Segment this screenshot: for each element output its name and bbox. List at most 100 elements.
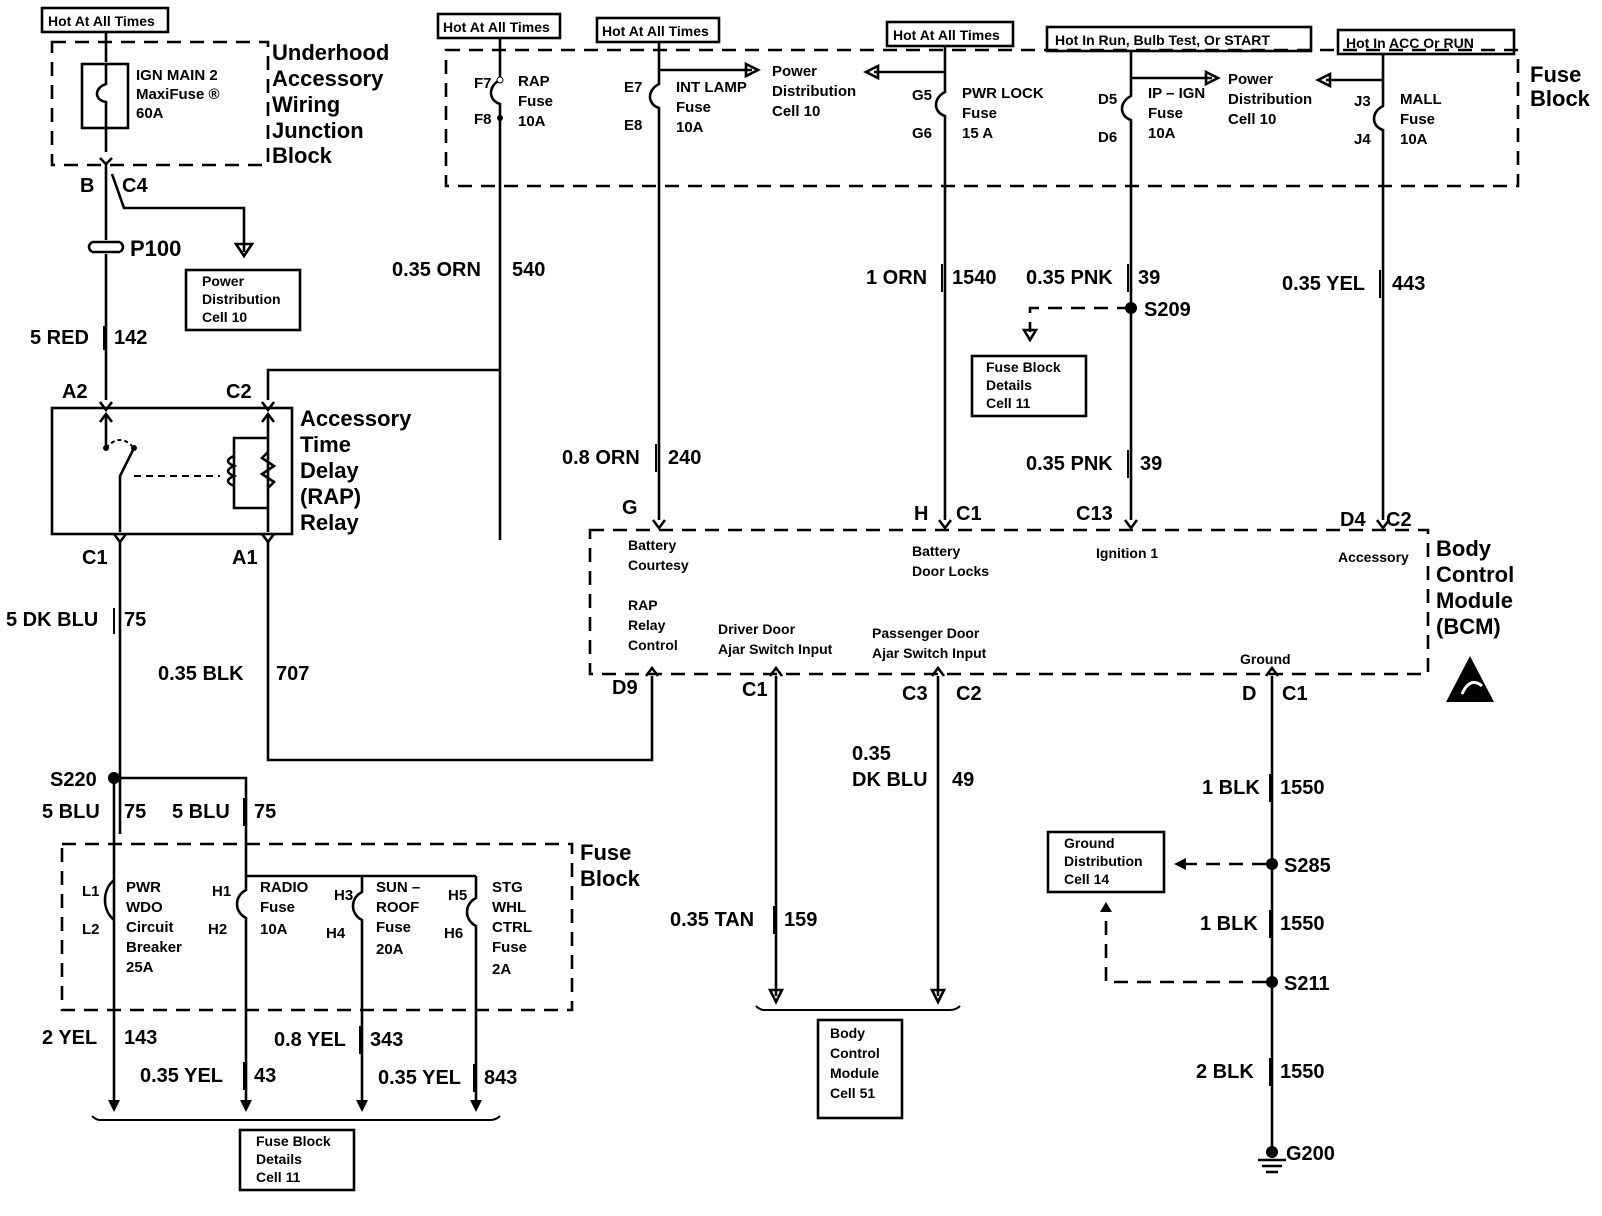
wire-label-39a: 0.35 PNK 39 (1026, 264, 1160, 292)
svg-text:5 BLU: 5 BLU (172, 801, 230, 823)
svg-text:Cell 10: Cell 10 (1228, 111, 1276, 128)
svg-text:1550: 1550 (1280, 913, 1325, 935)
svg-text:Hot At All Times: Hot At All Times (893, 27, 1000, 43)
svg-text:RADIO: RADIO (260, 879, 309, 896)
svg-text:S209: S209 (1144, 299, 1191, 321)
svg-text:5 BLU: 5 BLU (42, 801, 100, 823)
svg-text:Cell 11: Cell 11 (986, 395, 1031, 411)
svg-text:Ignition 1: Ignition 1 (1096, 545, 1158, 561)
svg-text:Hot In Run, Bulb Test, Or STAR: Hot In Run, Bulb Test, Or START (1055, 32, 1270, 48)
svg-text:PWR: PWR (126, 879, 161, 896)
svg-text:0.35 ORN: 0.35 ORN (392, 259, 481, 281)
fuse-block-top: Fuse Block F7 F8 RAP Fuse 10A E7 E8 INT … (444, 38, 1591, 540)
wire-707: 0.35 BLK 707 (158, 542, 654, 762)
svg-text:Control: Control (628, 637, 678, 653)
fuse-block-details-bottom: Fuse Block Details Cell 11 (238, 1128, 356, 1192)
svg-text:0.35 YEL: 0.35 YEL (140, 1065, 223, 1087)
svg-text:15 A: 15 A (962, 125, 993, 142)
svg-text:Module: Module (830, 1065, 879, 1081)
svg-text:0.35 YEL: 0.35 YEL (1282, 273, 1365, 295)
svg-text:H: H (914, 503, 928, 525)
svg-text:143: 143 (124, 1027, 157, 1049)
svg-text:Cell 10: Cell 10 (772, 103, 820, 120)
svg-text:49: 49 (952, 769, 974, 791)
ground-wire: 1 BLK 1550 1 BLK 1550 2 BLK 1550 (1196, 676, 1325, 1146)
svg-text:10A: 10A (1148, 125, 1176, 142)
svg-text:39: 39 (1140, 453, 1162, 475)
svg-text:1550: 1550 (1280, 777, 1325, 799)
splice-s285: S285 (1174, 855, 1331, 877)
svg-text:1550: 1550 (1280, 1061, 1325, 1083)
wire-49: 0.35 DK BLU 49 (852, 676, 974, 1005)
svg-text:20A: 20A (376, 941, 404, 958)
svg-text:ROOF: ROOF (376, 899, 419, 916)
svg-text:C1: C1 (956, 503, 982, 525)
svg-text:Body: Body (830, 1025, 865, 1041)
svg-text:10A: 10A (1400, 131, 1428, 148)
svg-text:PWR LOCK: PWR LOCK (962, 85, 1044, 102)
svg-text:Distribution: Distribution (772, 83, 856, 100)
svg-text:Hot In ACC Or RUN: Hot In ACC Or RUN (1346, 35, 1474, 51)
wire-label-75c: 5 BLU 75 (172, 798, 276, 826)
svg-text:Fuse: Fuse (492, 939, 527, 956)
svg-text:D5: D5 (1098, 91, 1117, 108)
svg-text:(BCM): (BCM) (1436, 614, 1501, 639)
svg-text:B: B (80, 175, 94, 197)
svg-text:1 BLK: 1 BLK (1202, 777, 1260, 799)
svg-text:Fuse Block: Fuse Block (256, 1133, 331, 1149)
fuse-block-details-top: Fuse Block Details Cell 11 (970, 354, 1088, 418)
svg-text:Block: Block (580, 866, 641, 891)
svg-text:2 BLK: 2 BLK (1196, 1061, 1254, 1083)
svg-text:Body: Body (1436, 536, 1492, 561)
svg-text:D4: D4 (1340, 509, 1366, 531)
svg-text:(RAP): (RAP) (300, 484, 361, 509)
svg-text:Time: Time (300, 432, 351, 457)
svg-text:Accessory: Accessory (300, 406, 412, 431)
svg-text:0.8 YEL: 0.8 YEL (274, 1029, 346, 1051)
svg-text:G6: G6 (912, 125, 932, 142)
svg-text:Cell 10: Cell 10 (202, 309, 247, 325)
wire-label-240: 0.8 ORN 240 (562, 444, 701, 472)
svg-text:J3: J3 (1354, 93, 1371, 110)
svg-text:Accessory: Accessory (1338, 549, 1409, 565)
svg-text:Battery: Battery (912, 543, 960, 559)
svg-text:Distribution: Distribution (202, 291, 281, 307)
svg-text:L2: L2 (82, 921, 100, 938)
svg-text:Power: Power (202, 273, 245, 289)
svg-text:C3: C3 (902, 683, 928, 705)
svg-text:Hot At All Times: Hot At All Times (443, 19, 550, 35)
svg-text:A1: A1 (232, 547, 258, 569)
svg-text:WDO: WDO (126, 899, 163, 916)
svg-text:Details: Details (256, 1151, 302, 1167)
svg-text:60A: 60A (136, 105, 164, 122)
svg-text:Cell 14: Cell 14 (1064, 871, 1109, 887)
svg-text:10A: 10A (518, 113, 546, 130)
svg-text:1 ORN: 1 ORN (866, 267, 927, 289)
svg-text:2 YEL: 2 YEL (42, 1027, 97, 1049)
svg-text:Module: Module (1436, 588, 1513, 613)
svg-text:5 DK BLU: 5 DK BLU (6, 609, 98, 631)
wire-75-main: 5 DK BLU 75 (6, 542, 146, 834)
esd-warning-icon (1446, 656, 1494, 702)
svg-text:Ground: Ground (1064, 835, 1115, 851)
splice-s209: S209 (1021, 299, 1191, 343)
svg-text:0.8 ORN: 0.8 ORN (562, 447, 640, 469)
svg-text:S285: S285 (1284, 855, 1331, 877)
svg-text:43: 43 (254, 1065, 276, 1087)
svg-text:MaxiFuse ®: MaxiFuse ® (136, 86, 220, 103)
svg-text:Courtesy: Courtesy (628, 557, 689, 573)
svg-text:Fuse Block: Fuse Block (986, 359, 1061, 375)
svg-text:MALL: MALL (1400, 91, 1442, 108)
svg-text:0.35 TAN: 0.35 TAN (670, 909, 754, 931)
svg-text:A2: A2 (62, 381, 88, 403)
svg-text:Ajar Switch Input: Ajar Switch Input (872, 645, 987, 661)
svg-text:Power: Power (1228, 71, 1273, 88)
svg-text:Fuse: Fuse (518, 93, 553, 110)
svg-text:Breaker: Breaker (126, 939, 182, 956)
svg-text:C4: C4 (122, 175, 148, 197)
svg-text:Control: Control (830, 1045, 880, 1061)
svg-text:Details: Details (986, 377, 1032, 393)
svg-text:H5: H5 (448, 887, 467, 904)
svg-text:Fuse: Fuse (1400, 111, 1435, 128)
svg-text:D: D (1242, 683, 1256, 705)
